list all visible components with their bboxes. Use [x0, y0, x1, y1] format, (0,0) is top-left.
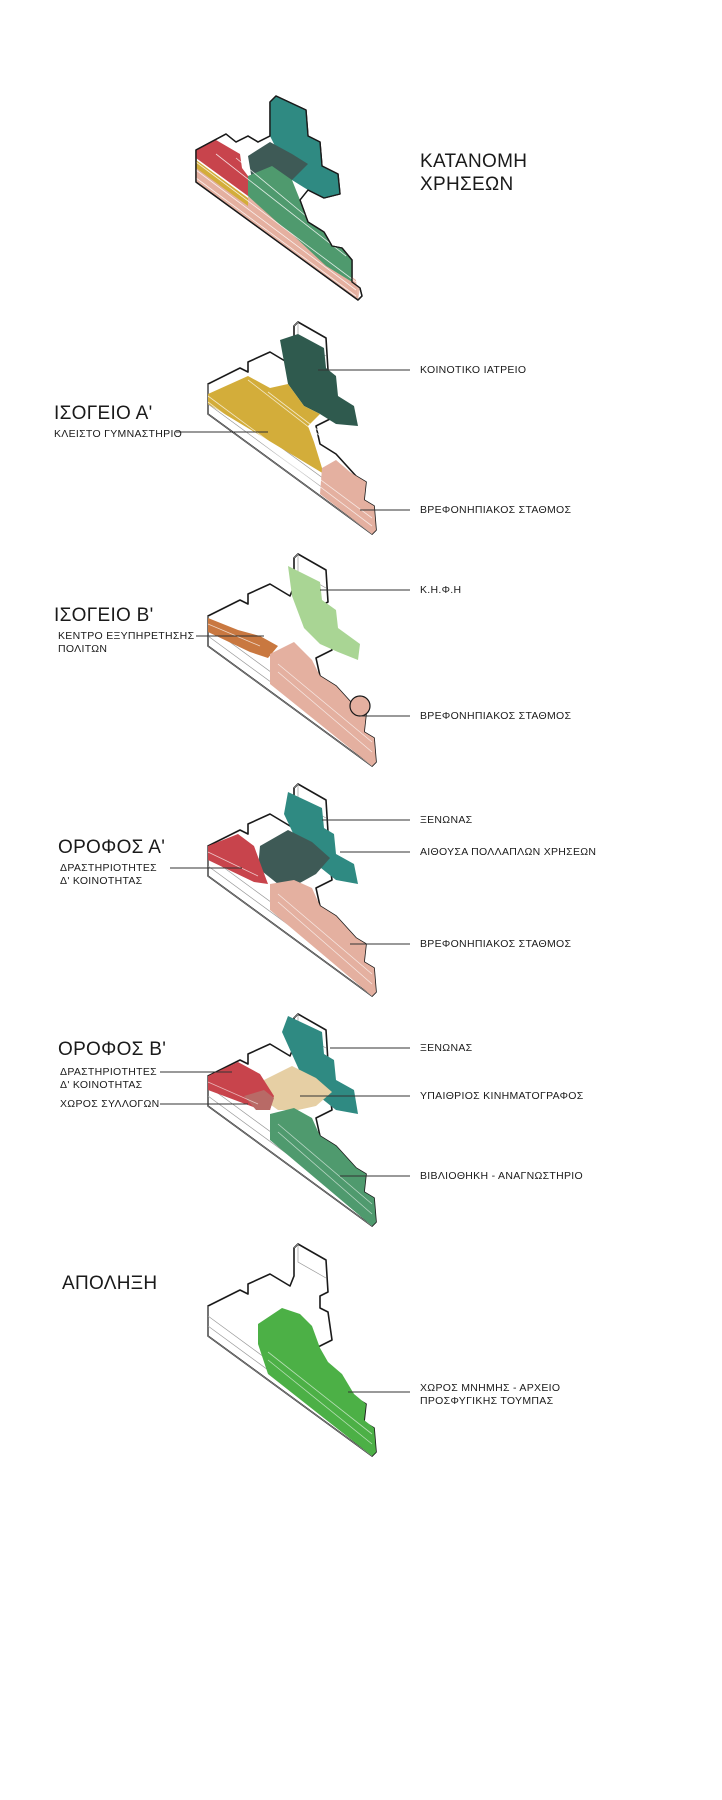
roof-title: ΑΠΟΛΗΞΗ — [62, 1273, 158, 1294]
label-clinic: ΚΟΙΝΟΤΙΚΟ ΙΑΤΡΕΙΟ — [420, 364, 527, 376]
ground-a-diagram — [207, 321, 377, 535]
ground-a-subtitle: ΚΛΕΙΣΤΟ ΓΥΜΝΑΣΤΗΡΙΟ — [54, 428, 183, 440]
nursery-zone — [270, 642, 376, 766]
ground-a-title: ΙΣΟΓΕΙΟ Α' — [54, 403, 153, 424]
library-zone — [270, 1108, 376, 1226]
floor-b-subtitle: ΔΡΑΣΤΗΡΙΟΤΗΤΕΣ Δ' ΚΟΙΝΟΤΗΤΑΣ — [60, 1066, 157, 1092]
ground-b-title: ΙΣΟΓΕΙΟ Β' — [54, 605, 154, 626]
ground-b-diagram — [207, 553, 377, 767]
main-title-line-1: ΚΑΤΑΝΟΜΗ — [420, 151, 528, 172]
label-multipurpose-hall: ΑΙΘΟΥΣΑ ΠΟΛΛΑΠΛΩΝ ΧΡΗΣΕΩΝ — [420, 846, 597, 858]
label-cinema: ΥΠΑΙΘΡΙΟΣ ΚΙΝΗΜΑΤΟΓΡΑΦΟΣ — [420, 1090, 584, 1102]
floor-b-subtitle-line-2: Δ' ΚΟΙΝΟΤΗΤΑΣ — [60, 1079, 143, 1091]
leader-lines — [160, 369, 410, 1393]
gym-zone — [208, 376, 334, 480]
clinic-zone — [280, 334, 358, 426]
floor-a-diagram — [207, 783, 377, 997]
label-nursery: ΒΡΕΦΟΝΗΠΙΑΚΟΣ ΣΤΑΘΜΟΣ — [420, 710, 572, 722]
memory-zone — [258, 1308, 376, 1456]
ground-b-subtitle-line-2: ΠΟΛΙΤΩΝ — [58, 643, 108, 655]
label-memory: ΧΩΡΟΣ ΜΝΗΜΗΣ - ΑΡΧΕΙΟ ΠΡΟΣΦΥΓΙΚΗΣ ΤΟΥΜΠΑ… — [420, 1382, 560, 1408]
main-title-line-2: ΧΡΗΣΕΩΝ — [420, 174, 514, 195]
label-library: ΒΙΒΛΙΟΘΗΚΗ - ΑΝΑΓΝΩΣΤΗΡΙΟ — [420, 1170, 583, 1182]
floor-a-title: ΟΡΟΦΟΣ Α' — [58, 837, 166, 858]
kifi-zone — [288, 566, 360, 660]
floor-b-subtitle-line-1: ΔΡΑΣΤΗΡΙΟΤΗΤΕΣ — [60, 1066, 157, 1078]
cinema-zone — [264, 1066, 332, 1110]
associations-zone — [244, 1090, 274, 1110]
floor-b-title: ΟΡΟΦΟΣ Β' — [58, 1039, 167, 1060]
floor-a-subtitle: ΔΡΑΣΤΗΡΙΟΤΗΤΕΣ Δ' ΚΟΙΝΟΤΗΤΑΣ — [60, 862, 157, 888]
label-guesthouse: ΞΕΝΩΝΑΣ — [420, 814, 473, 826]
nursery-zone — [270, 880, 376, 996]
label-guesthouse: ΞΕΝΩΝΑΣ — [420, 1042, 473, 1054]
multipurpose-hall-zone — [258, 830, 330, 884]
overview-diagram — [195, 95, 363, 301]
community-zone — [208, 834, 268, 884]
floor-a-subtitle-line-1: ΔΡΑΣΤΗΡΙΟΤΗΤΕΣ — [60, 862, 157, 874]
floor-b-diagram — [207, 1013, 377, 1227]
main-title: ΚΑΤΑΝΟΜΗ ΧΡΗΣΕΩΝ — [420, 150, 527, 196]
guesthouse-zone — [284, 792, 358, 884]
ground-b-subtitle-line-1: ΚΕΝΤΡΟ ΕΞΥΠΗΡΕΤΗΣΗΣ — [58, 630, 195, 642]
guesthouse-zone — [282, 1016, 358, 1114]
floor-a-subtitle-line-2: Δ' ΚΟΙΝΟΤΗΤΑΣ — [60, 875, 143, 887]
nursery-zone — [320, 460, 376, 534]
citizen-service-zone — [208, 618, 278, 658]
ground-b-subtitle: ΚΕΝΤΡΟ ΕΞΥΠΗΡΕΤΗΣΗΣ ΠΟΛΙΤΩΝ — [58, 630, 194, 656]
label-kifi: Κ.Η.Φ.Η — [420, 584, 462, 596]
floor-b-subtitle-2: ΧΩΡΟΣ ΣΥΛΛΟΓΩΝ — [60, 1098, 160, 1110]
overview-building — [195, 95, 363, 301]
label-memory-line-2: ΠΡΟΣΦΥΓΙΚΗΣ ΤΟΥΜΠΑΣ — [420, 1395, 554, 1407]
label-nursery: ΒΡΕΦΟΝΗΠΙΑΚΟΣ ΣΤΑΘΜΟΣ — [420, 938, 572, 950]
roof-diagram — [207, 1243, 377, 1457]
label-memory-line-1: ΧΩΡΟΣ ΜΝΗΜΗΣ - ΑΡΧΕΙΟ — [420, 1382, 561, 1394]
label-nursery: ΒΡΕΦΟΝΗΠΙΑΚΟΣ ΣΤΑΘΜΟΣ — [420, 504, 572, 516]
